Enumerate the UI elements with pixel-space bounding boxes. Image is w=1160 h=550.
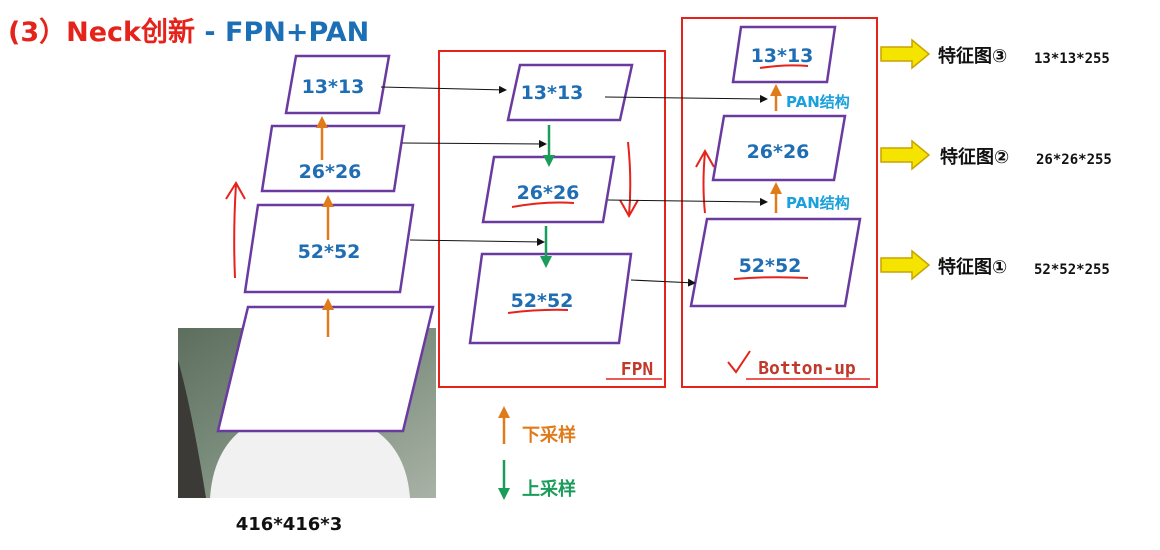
backbone-26x26-label: 26*26 [299,161,362,183]
input-photo-figure [210,412,410,498]
pan-structure-label-top: PAN结构 [786,93,850,111]
handdrawn-pan-up-arrow [695,148,715,214]
backbone-13x13-block [284,54,391,115]
pan-box-label: Botton-up [758,358,856,379]
fpn-52-underline [507,308,569,314]
slide-title: (3）Neck创新 - FPN+PAN [8,16,369,48]
output-2-size: 26*26*255 [1036,152,1112,168]
output-feature-map-2: 特征图② 26*26*255 [880,139,1112,171]
input-photo-hair [178,360,206,498]
output-3-size: 13*13*255 [1034,51,1110,67]
pan-52x52-label: 52*52 [739,255,802,277]
fpn-26-underline [511,201,575,208]
output-1-name: 特征图① [938,256,1007,278]
backbone-52x52-block [243,203,415,294]
lateral-arrow-13 [380,85,507,94]
pan-box [681,17,878,388]
fpn-52x52-block [468,252,633,345]
lateral-arrow-52 [409,237,545,246]
fpn-13x13-label: 13*13 [521,82,584,104]
output-1-size: 52*52*255 [1034,262,1110,278]
pan-13x13-block [731,25,837,84]
fpn-to-pan-arrow-26 [607,197,768,206]
checkmark-icon [727,350,751,374]
title-prefix: (3）Neck创新 [8,16,195,48]
pan-13-underline [759,64,809,69]
output-feature-map-3: 特征图③ 13*13*255 [880,38,1110,70]
pan-52x52-block [689,217,862,308]
backbone-52x52-label: 52*52 [298,241,361,263]
legend-down-sampling-label: 下采样 [522,424,576,446]
output-2-name: 特征图② [940,146,1009,168]
pan-structure-label-bottom: PAN结构 [786,194,850,212]
pan-52-underline [733,276,809,280]
legend-up-sampling-label: 上采样 [522,478,576,500]
yellow-arrow-icon [880,139,931,171]
pan-26x26-label: 26*26 [747,141,810,163]
output-3-name: 特征图③ [938,45,1007,67]
title-suffix: - FPN+PAN [195,17,369,48]
fpn-box [438,50,666,388]
input-parallelogram [216,305,435,433]
fpn-13x13-block [506,63,634,122]
yellow-arrow-icon [880,249,931,281]
yellow-arrow-icon [880,38,931,70]
fpn-52x52-label: 52*52 [511,290,574,312]
pan-13x13-label: 13*13 [751,45,814,67]
input-image [178,305,436,498]
handdrawn-down-arrow [619,141,639,219]
lateral-arrow-26 [401,139,547,148]
fpn-to-pan-arrow-13 [604,94,768,103]
input-size-label: 416*416*3 [236,514,343,535]
handdrawn-up-arrow [225,181,246,279]
fpn-box-label: FPN [621,359,654,380]
backbone-26x26-block [260,124,406,193]
pan-26x26-block [711,114,847,182]
output-feature-map-1: 特征图① 52*52*255 [880,249,1110,281]
fpn-26x26-label: 26*26 [517,182,580,204]
backbone-13x13-label: 13*13 [302,76,365,98]
fpn-to-pan-arrow-52 [630,278,696,287]
